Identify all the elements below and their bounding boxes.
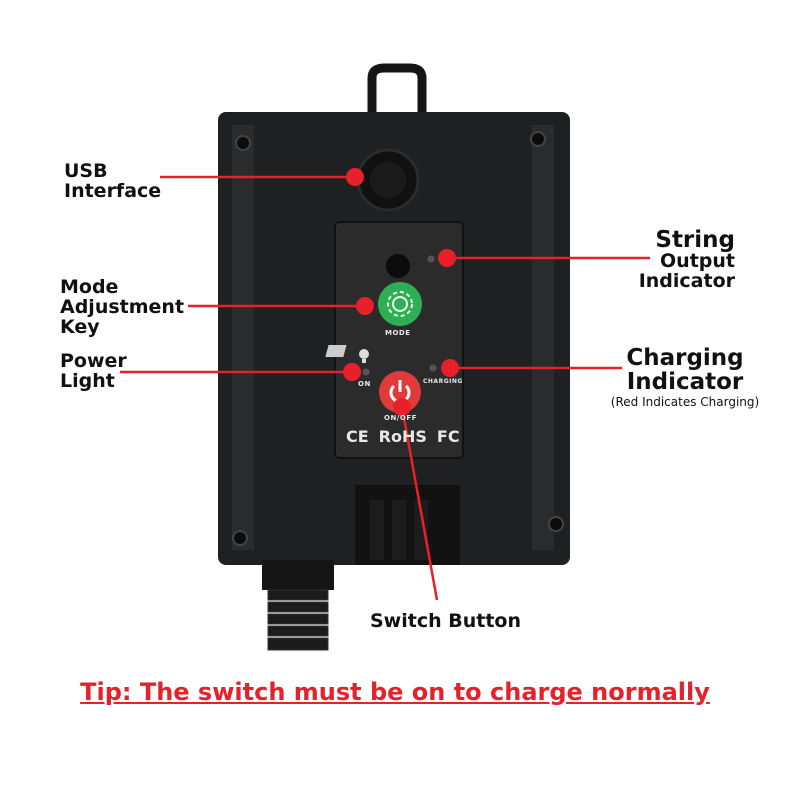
leader-lines: [120, 175, 650, 601]
output-connector: [262, 560, 334, 590]
tip-text: Tip: The switch must be on to charge nor…: [80, 678, 710, 706]
charging-led: [429, 364, 437, 372]
switch-button-label: Switch Button: [370, 610, 521, 632]
hanging-hook: [367, 63, 427, 150]
label-line: Indicator: [626, 369, 744, 396]
label-line: Interface: [64, 179, 162, 202]
usb-interface-label: USB Interface: [64, 160, 162, 202]
bulb-icon: [359, 349, 369, 363]
mode-label: MODE: [385, 329, 411, 337]
rohs-mark: RoHS: [378, 427, 427, 446]
power-led: [362, 368, 370, 376]
label-line: Output: [660, 250, 735, 273]
power-light-label: Power Light: [60, 350, 127, 392]
label-line: Charging: [626, 345, 744, 371]
ce-mark: CE: [346, 427, 369, 446]
mode-button: [378, 282, 422, 326]
screw-icons: [232, 131, 564, 546]
label-line: Light: [60, 369, 115, 392]
label-line: USB: [64, 160, 108, 182]
gear-icon: [387, 291, 413, 317]
fc-mark: FC: [436, 427, 460, 446]
charging-indicator-label: Charging Indicator (Red Indicates Chargi…: [590, 346, 780, 409]
mode-key-label: Mode Adjustment Key: [60, 276, 185, 338]
string-indicator-label: String Output Indicator: [639, 228, 735, 292]
label-line: String: [655, 227, 735, 253]
label-line: Power: [60, 350, 127, 372]
on-label: ON: [358, 380, 371, 388]
label-line: Adjustment: [60, 295, 185, 318]
callout-dots: [343, 168, 459, 416]
charging-note: (Red Indicates Charging): [610, 395, 760, 410]
solar-panel-icon: [325, 345, 347, 357]
string-led: [427, 255, 435, 263]
charging-label: CHARGING: [423, 378, 463, 385]
cert-marks: CE RoHS FC: [346, 427, 460, 446]
sensor: [386, 254, 410, 278]
control-panel: [334, 221, 464, 459]
label-line: Indicator: [638, 270, 735, 293]
label-line: Mode: [60, 276, 119, 298]
onoff-label: ON/OFF: [384, 414, 417, 422]
label-line: Key: [60, 315, 100, 338]
